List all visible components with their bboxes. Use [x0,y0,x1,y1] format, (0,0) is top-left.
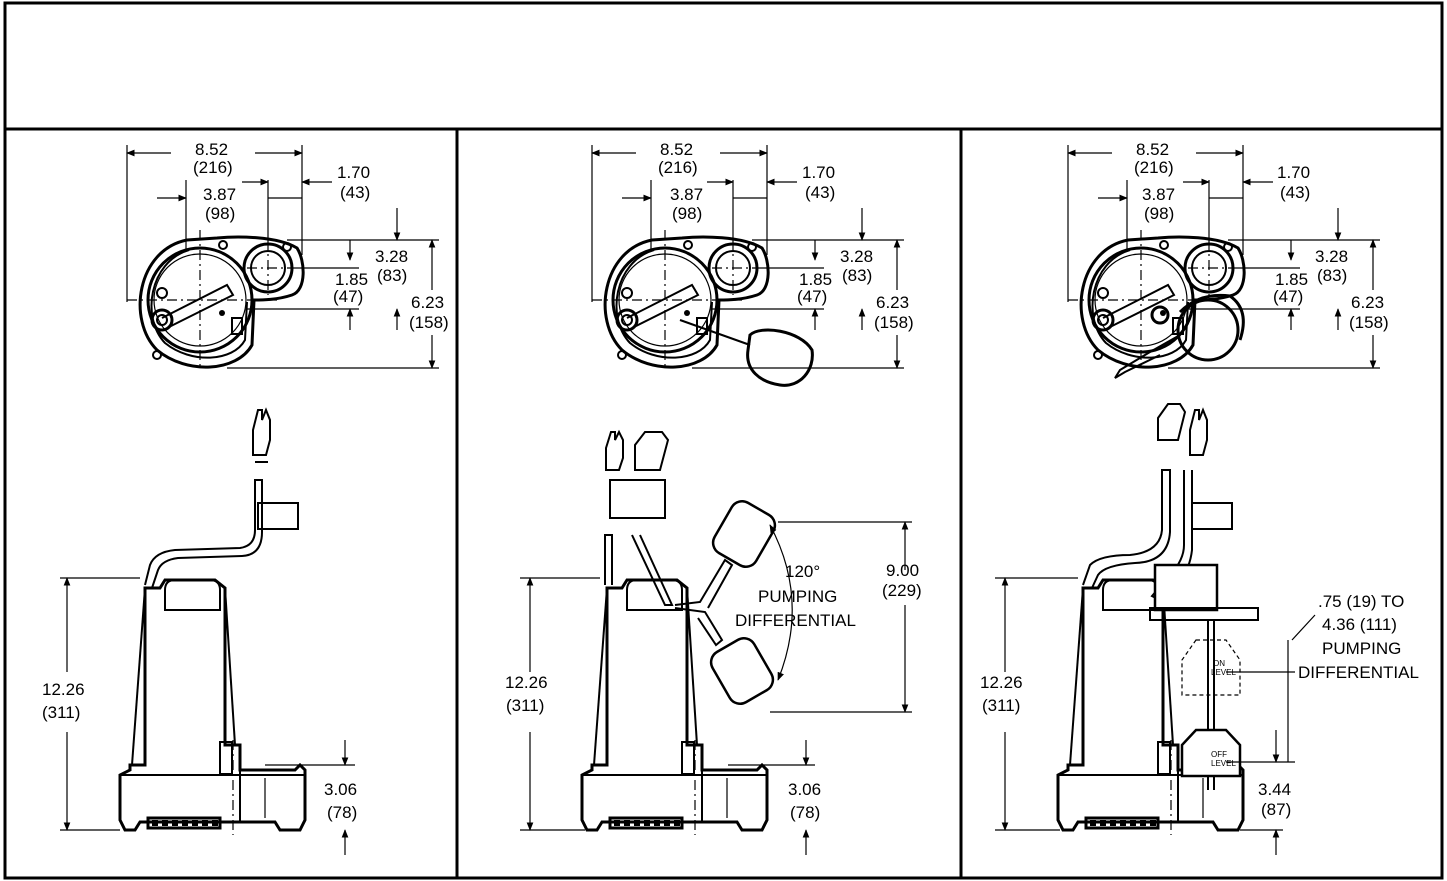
dim-width-in: 8.52 [660,140,693,159]
off-level-2: LEVEL [1211,759,1236,768]
float-arm-up [674,558,734,609]
dim-f-mm: (78) [790,803,820,822]
dim-c-in: 3.28 [840,247,873,266]
dim-d-mm: (47) [1273,287,1303,306]
dim-a-in: 3.87 [670,185,703,204]
dim-b-mm: (43) [805,183,835,202]
dim-diff-in: 9.00 [886,561,919,580]
dim-c-mm: (83) [1317,266,1347,285]
dim-e-mm: (158) [874,313,914,332]
dim-height-in: 12.26 [505,673,548,692]
dim-d-in: 1.85 [335,270,368,289]
note-pumping: PUMPING [1322,639,1401,658]
dim-e-in: 6.23 [876,293,909,312]
power-cord [144,479,263,589]
off-level-1: OFF [1211,750,1227,759]
dim-c-in: 3.28 [1315,247,1348,266]
float-up [711,500,777,568]
dim-c-mm: (83) [842,266,872,285]
dim-b-in: 1.70 [1277,163,1310,182]
dim-f-in: 3.44 [1258,780,1291,799]
dim-d-mm: (47) [333,287,363,306]
dim-b-mm: (43) [340,183,370,202]
dim-height-in: 12.26 [42,680,85,699]
dim-d-in: 1.85 [799,270,832,289]
dim-width-in: 8.52 [195,140,228,159]
piggyback-plug-icon [634,431,670,471]
sheet-border [3,1,1444,880]
dim-f-mm: (78) [327,803,357,822]
plug-icon [1189,407,1208,456]
float-housing [1178,293,1245,341]
dim-height-in: 12.26 [980,673,1023,692]
dim-width-mm: (216) [658,158,698,177]
float-rod-top [1114,334,1181,379]
dim-b-in: 1.70 [337,163,370,182]
plug-icon [252,407,271,463]
on-level-1: ON [1213,659,1225,668]
angle-label: 120° [785,562,820,581]
float-tether [679,319,751,346]
dim-b-in: 1.70 [802,163,835,182]
pump-side-drawing [118,578,307,837]
dim-a-mm: (98) [672,204,702,223]
float-on-outline [1181,639,1241,696]
dim-height-mm: (311) [42,703,80,722]
panel-3: 8.52 (216) 3.87 (98) 1.70 (43) 3.28 (83)… [980,140,1419,855]
dim-diff-mm: (229) [882,581,922,600]
dim-f-in: 3.06 [324,780,357,799]
dim-a-mm: (98) [205,204,235,223]
dim-e-in: 6.23 [1351,293,1384,312]
switch-housing [1153,563,1219,612]
on-level-2: LEVEL [1211,668,1236,677]
plug-icon [1157,403,1187,441]
dim-width-mm: (216) [193,158,233,177]
dim-c-in: 3.28 [375,247,408,266]
dim-height-mm: (311) [982,696,1020,715]
float-cord [631,534,674,606]
dim-e-mm: (158) [409,313,449,332]
dim-d-mm: (47) [797,287,827,306]
dim-e-mm: (158) [1349,313,1389,332]
dim-a-mm: (98) [1144,204,1174,223]
panel-1: 8.52 (216) 3.87 (98) 1.70 (43) 3.28 (83)… [42,140,449,855]
dim-a-in: 3.87 [1142,185,1175,204]
cord-clip [257,502,299,530]
dim-height-mm: (311) [506,696,544,715]
note-pumping: PUMPING [758,587,837,606]
range-line-2: 4.36 (111) [1322,615,1397,634]
plug-icon [605,429,624,471]
dim-e-in: 6.23 [411,293,444,312]
range-line-1: .75 (19) TO [1318,592,1404,611]
float-arm-down [674,607,724,647]
power-cord [1082,469,1171,589]
float-top [1176,298,1240,362]
dim-f-mm: (87) [1261,800,1291,819]
dim-b-mm: (43) [1280,183,1310,202]
float-off [1180,728,1242,778]
float-down [709,637,775,705]
switch-bracket [1149,607,1259,621]
cord-clip [1191,502,1233,530]
note-differential: DIFFERENTIAL [1298,663,1419,682]
dim-f-in: 3.06 [788,780,821,799]
float-top [746,328,814,387]
dim-width-mm: (216) [1134,158,1174,177]
dim-c-mm: (83) [377,266,407,285]
power-cord [604,534,613,585]
angle-arc [769,524,793,681]
dim-d-in: 1.85 [1275,270,1308,289]
panel-2: 8.52 (216) 3.87 (98) 1.70 (43) 3.28 (83)… [505,140,922,855]
float-pivot [1150,305,1170,325]
dim-width-in: 8.52 [1136,140,1169,159]
cord-clip [609,479,666,519]
note-differential: DIFFERENTIAL [735,611,856,630]
dim-a-in: 3.87 [203,185,236,204]
